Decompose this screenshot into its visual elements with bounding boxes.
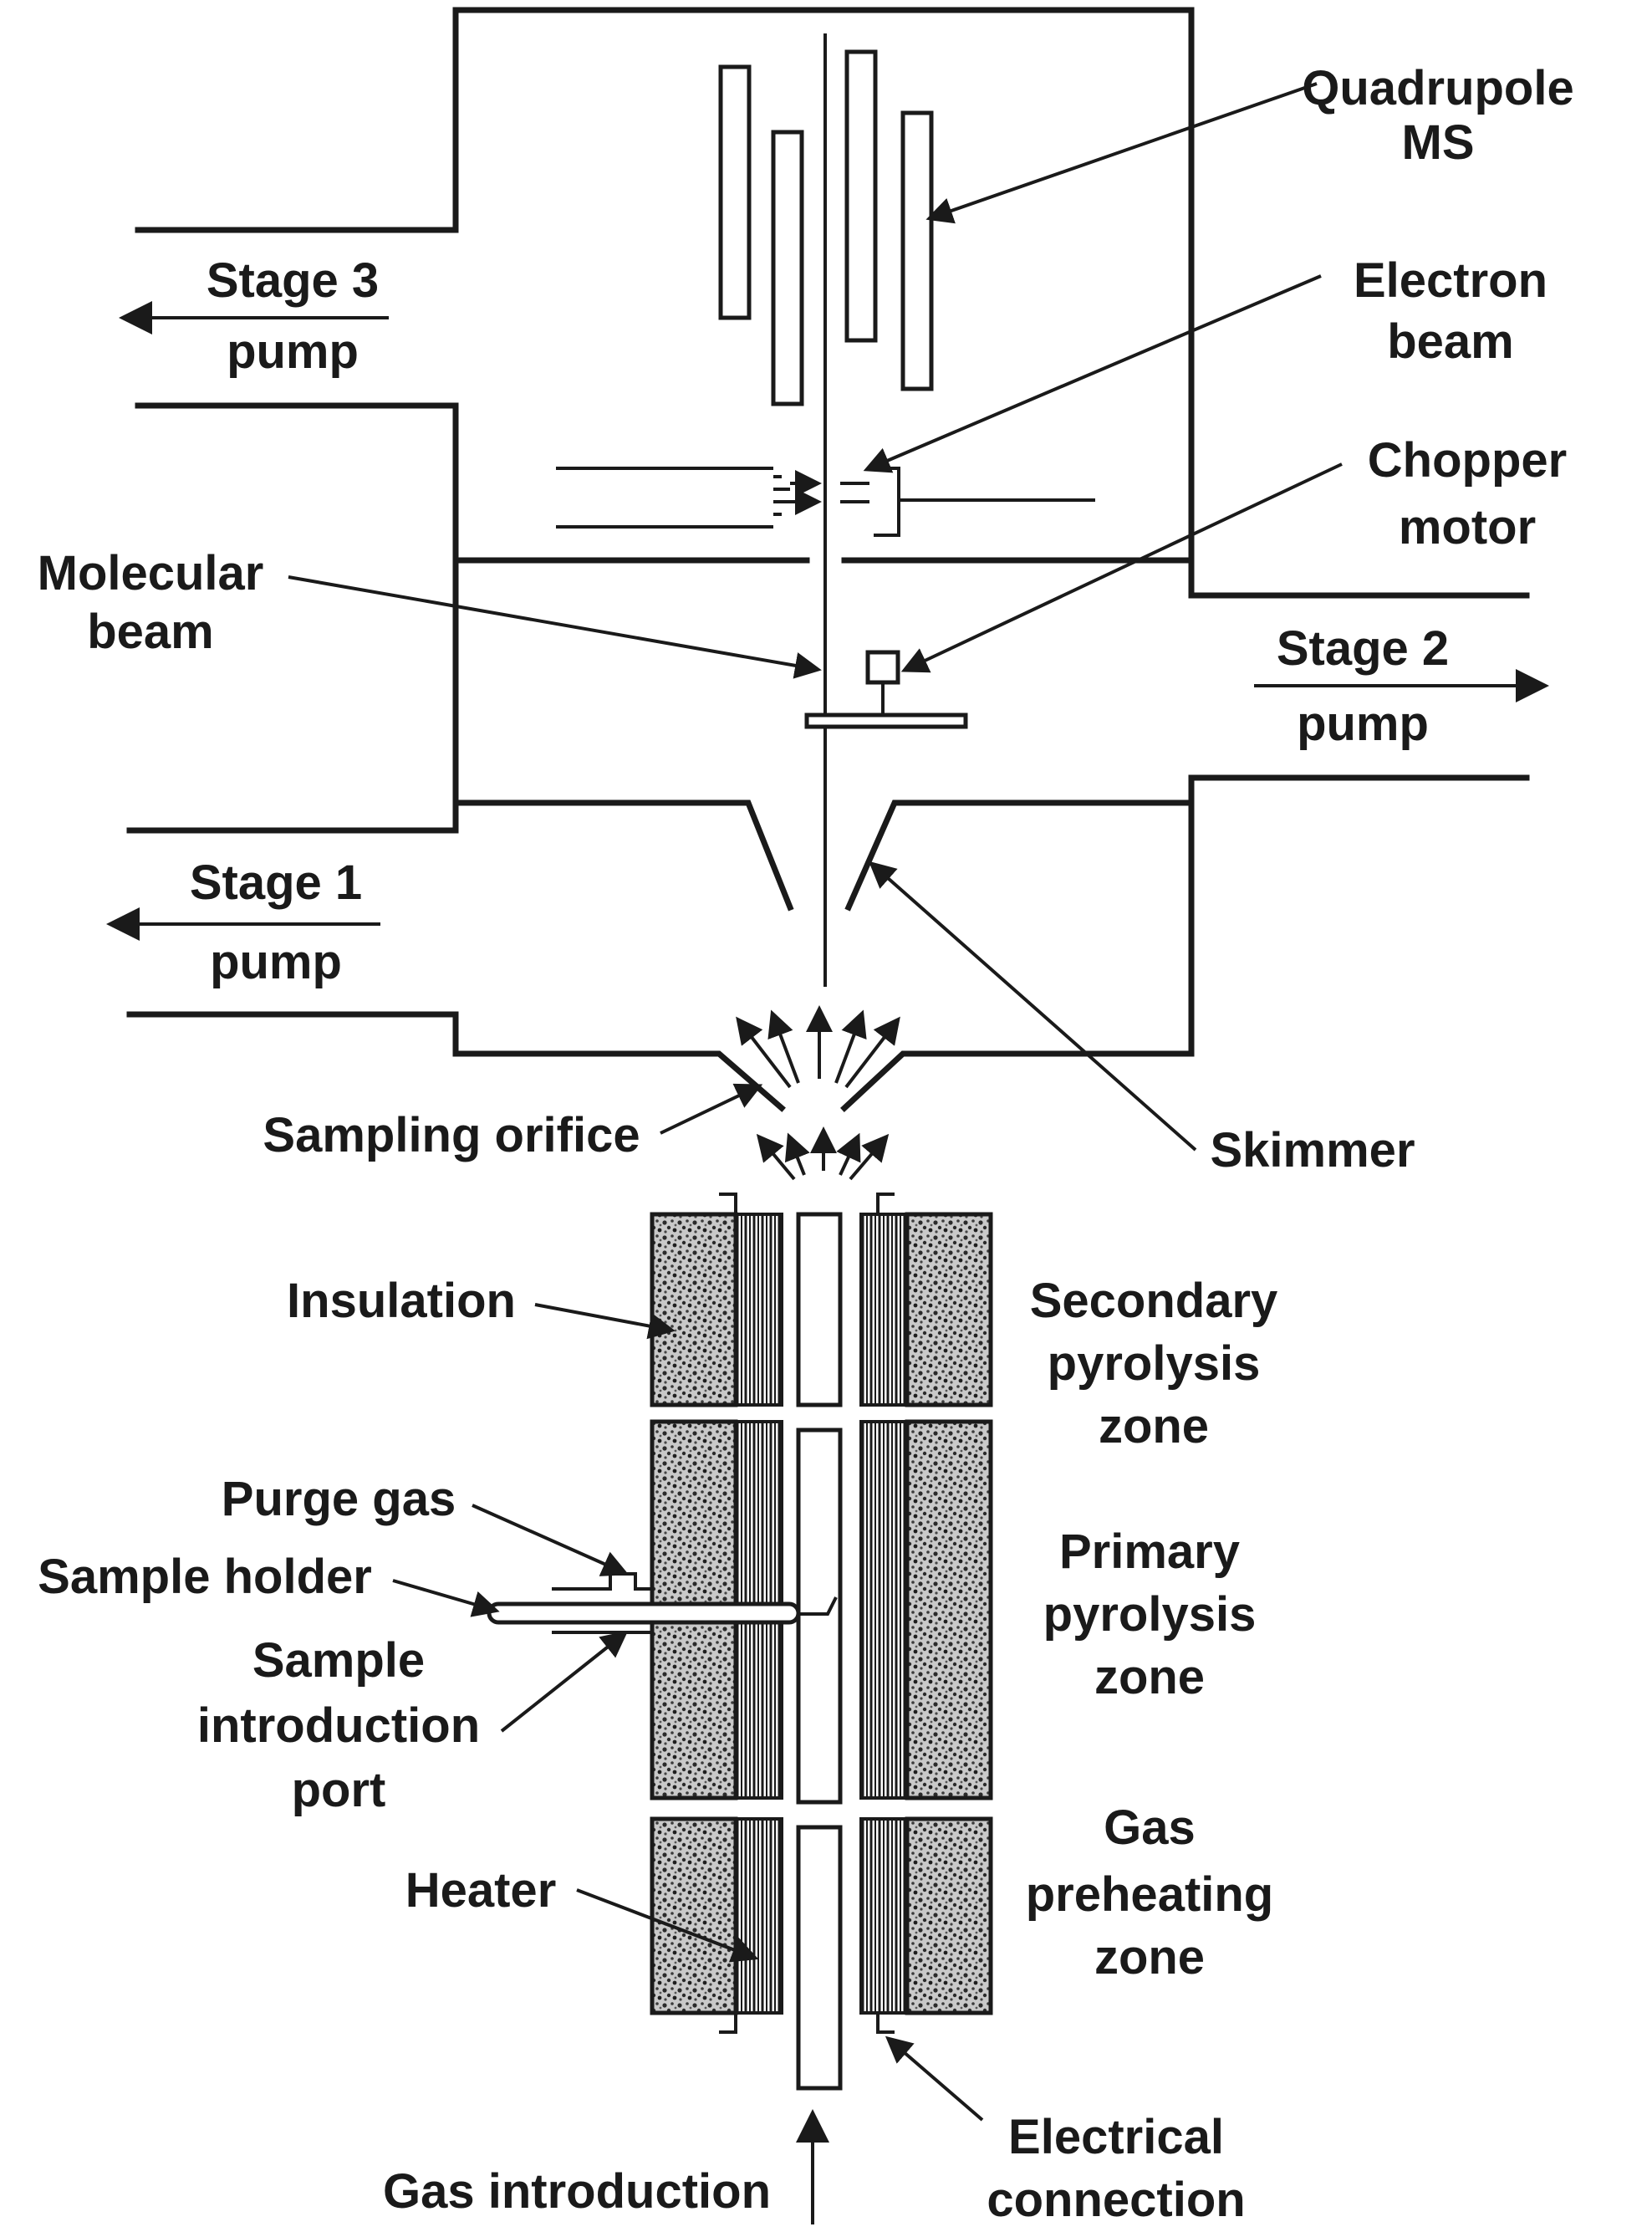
electron-beam-label-2: beam <box>1387 314 1514 369</box>
electrical-connection-label-1: Electrical <box>1008 2110 1224 2164</box>
heater-label: Heater <box>405 1863 557 1918</box>
expansion-arrows-lower <box>756 1126 890 1181</box>
leader-lines <box>288 82 1343 2122</box>
quadrupole-ms-label-2: MS <box>1402 115 1475 170</box>
secondary-pyrolysis-label-1: Secondary <box>1030 1274 1278 1328</box>
stage1-pump-port-lower <box>126 1011 786 1112</box>
chopper-motor-box <box>865 650 900 685</box>
sample-port-label-2: introduction <box>197 1698 480 1753</box>
sample-holder-rod <box>487 1601 801 1625</box>
stage3-pump-label-1: Stage 3 <box>206 253 379 308</box>
pyrolysis-reactor <box>487 1193 993 2091</box>
secondary-pyrolysis-label-3: zone <box>1099 1399 1209 1453</box>
gas-introduction-label: Gas introduction <box>383 2164 771 2219</box>
primary-pyrolysis-label-2: pyrolysis <box>1043 1587 1257 1642</box>
gas-preheating-label-2: preheating <box>1026 1867 1274 1922</box>
chopper-wheel <box>804 713 968 729</box>
electrical-connection-label-2: connection <box>987 2173 1245 2227</box>
primary-pyrolysis-label-1: Primary <box>1059 1525 1240 1579</box>
stage1-pump-label-1: Stage 1 <box>190 856 362 910</box>
stage1-pump-port-upper <box>126 799 794 912</box>
vacuum-chamber <box>126 7 1530 1112</box>
secondary-pyrolysis-label-2: pyrolysis <box>1048 1336 1261 1391</box>
heater-block <box>734 1213 783 1407</box>
stage2-pump-label-1: Stage 2 <box>1277 621 1449 676</box>
sampling-orifice-label: Sampling orifice <box>263 1108 640 1162</box>
stage3-pump-label-2: pump <box>227 324 359 379</box>
stage3-wall <box>135 7 1530 599</box>
purge-gas-label: Purge gas <box>222 1472 456 1526</box>
expansion-arrows-upper <box>736 1005 900 1089</box>
stage1-pump-label-2: pump <box>210 935 342 989</box>
gas-preheating-label-1: Gas <box>1104 1800 1196 1855</box>
sample-port-label-1: Sample <box>252 1633 425 1688</box>
electron-beam-source <box>556 467 1095 537</box>
stage3-pump-port-lower <box>135 402 459 834</box>
sample-port-label-3: port <box>292 1763 386 1817</box>
reactor-tube <box>796 1212 843 1407</box>
quadrupole-ms-label-1: Quadrupole <box>1302 61 1573 115</box>
insulation-block <box>650 1212 738 1407</box>
electron-beam-label-1: Electron <box>1354 253 1547 308</box>
stage2-pump-label-2: pump <box>1297 697 1429 751</box>
chopper-assembly <box>804 650 968 729</box>
molecular-beam-label-1: Molecular <box>38 546 264 600</box>
molecular-beam-label-2: beam <box>87 605 214 659</box>
skimmer-label: Skimmer <box>1210 1123 1415 1177</box>
gas-preheating-label-3: zone <box>1094 1930 1205 1984</box>
chopper-motor-label-1: Chopper <box>1368 433 1567 488</box>
chopper-motor-label-2: motor <box>1399 500 1536 554</box>
insulation-label: Insulation <box>287 1274 516 1328</box>
skimmer-right-cone <box>844 774 1195 912</box>
quadrupole-rods <box>718 49 934 406</box>
stage2-wall <box>840 774 1530 1112</box>
primary-pyrolysis-label-3: zone <box>1094 1650 1205 1704</box>
sample-holder-label: Sample holder <box>38 1550 372 1604</box>
